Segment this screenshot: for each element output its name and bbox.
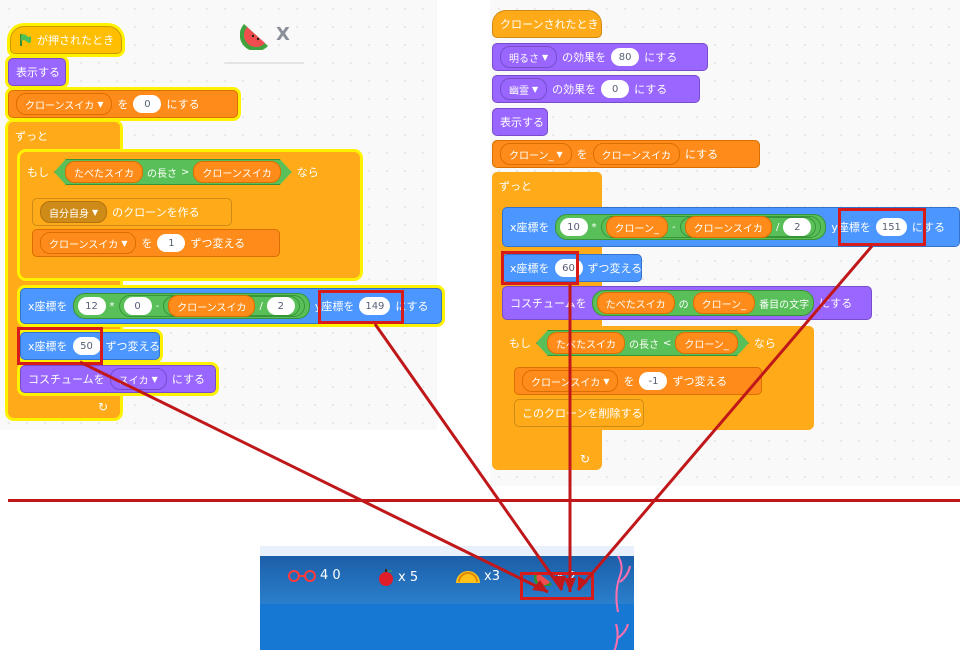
highlight-stage-melon: [520, 572, 594, 600]
right-switch-costume-block[interactable]: コスチュームを たべたスイカ の クローン_ 番目の文字 にする: [502, 286, 872, 320]
highlight-left-y-value: [318, 290, 404, 324]
hat-label: が押されたとき: [37, 34, 114, 47]
right-if-block[interactable]: もし たべたスイカ の長さ < クローン_ なら: [502, 326, 814, 360]
right-when-cloned-block[interactable]: クローンされたとき: [492, 10, 602, 38]
taco-icon: [456, 571, 480, 583]
left-switch-costume-block[interactable]: コスチュームを スイカ▼ にする: [20, 365, 216, 393]
y-value-slot[interactable]: 149: [359, 297, 391, 315]
highlight-right-change-x: [501, 251, 579, 285]
right-y-value-slot[interactable]: 151: [875, 218, 907, 236]
right-forever-block[interactable]: ずっと: [492, 172, 602, 200]
left-change-x-block[interactable]: x座標を 50 ずつ変える: [20, 332, 160, 360]
multiply-operator[interactable]: 12 * 0 - クローンスイカ / 2: [72, 293, 310, 319]
right-delete-clone-block[interactable]: このクローンを削除する: [514, 399, 644, 427]
right-set-effect-ghost-block[interactable]: 幽霊▼ の効果を 0 にする: [492, 75, 700, 103]
game-stage[interactable]: 4 0 x 5 x3 x 2: [260, 546, 634, 650]
left-create-clone-block[interactable]: 自分自身▼ のクローンを作る: [32, 198, 232, 226]
loop-arrow-icon: ↻: [98, 400, 109, 414]
hud-apple: x 5: [376, 568, 418, 586]
left-change-variable-block[interactable]: クローンスイカ▼ を 1 ずつ変える: [32, 229, 280, 257]
sprite-thumbnail: [239, 20, 272, 52]
hud-taco: x3: [454, 568, 500, 584]
greater-than-operator[interactable]: たべたスイカ の長さ > クローンスイカ: [54, 159, 292, 185]
watermelon-icon: [239, 24, 268, 52]
clone-target-dropdown[interactable]: 自分自身▼: [40, 201, 108, 223]
show-label: 表示する: [16, 66, 60, 79]
highlight-left-change-x: [17, 327, 103, 365]
hud-glasses: 4 0: [286, 568, 341, 583]
apple-icon: [379, 569, 393, 586]
right-change-variable-block[interactable]: クローンスイカ▼ を -1 ずつ変える: [514, 367, 762, 395]
value-slot[interactable]: 0: [133, 95, 162, 113]
change-x-value-slot[interactable]: 50: [72, 337, 101, 355]
sprite-name-label: X: [276, 24, 290, 45]
right-set-variable-block[interactable]: クローン_▼ を クローンスイカ にする: [492, 140, 760, 168]
right-set-xy-block[interactable]: x座標を 10 * クローン_ - クローンスイカ / 2 y座標を 151 に…: [502, 207, 960, 247]
left-set-xy-block[interactable]: x座標を 12 * 0 - クローンスイカ / 2 y座標を 149 にする: [20, 288, 442, 324]
variable-dropdown[interactable]: クローンスイカ▼: [16, 93, 113, 115]
left-when-flag-clicked-block[interactable]: が押されたとき: [10, 26, 122, 54]
highlight-right-y-value: [838, 208, 926, 246]
glasses-icon: [288, 569, 316, 582]
right-set-effect-brightness-block[interactable]: 明るさ▼ の効果を 80 にする: [492, 43, 708, 71]
less-than-operator[interactable]: たべたスイカ の長さ < クローン_: [536, 330, 749, 356]
left-forever-block[interactable]: ずっと: [8, 122, 120, 150]
coral-icon: [613, 555, 631, 650]
stage-top-strip: [260, 546, 634, 556]
right-loop-arrow-icon: ↻: [580, 452, 591, 466]
green-flag-icon: [20, 34, 31, 46]
left-show-block[interactable]: 表示する: [8, 58, 66, 86]
left-set-variable-block[interactable]: クローンスイカ▼ を 0 にする: [8, 90, 238, 118]
left-if-block[interactable]: もし たべたスイカ の長さ > クローンスイカ なら: [20, 154, 360, 190]
divider-line: [8, 499, 960, 502]
sprite-underline: [226, 62, 304, 64]
right-show-block[interactable]: 表示する: [492, 108, 548, 136]
